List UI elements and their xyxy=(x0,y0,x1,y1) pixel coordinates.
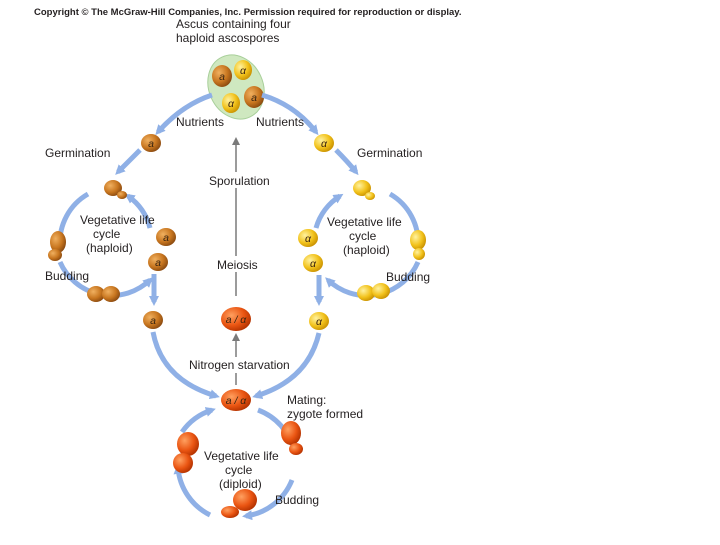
diploid-cell-center: a / α xyxy=(221,307,251,331)
right-cycle-arc-left xyxy=(313,193,344,229)
meiosis-label-bg xyxy=(214,256,264,272)
bottom-cycle-arc-upper xyxy=(179,407,216,434)
bottom-cycle-label-line-3: (diploid) xyxy=(219,477,262,491)
right-germinating-cell xyxy=(353,180,375,200)
right-cell-alpha-2: α xyxy=(303,254,323,272)
left-budding-pair xyxy=(87,286,120,302)
meiosis-label: Meiosis xyxy=(217,258,258,272)
bottom-cycle-arc-lower xyxy=(242,479,295,521)
left-nutrients-label: Nutrients xyxy=(176,115,224,129)
left-budding-cell-side xyxy=(48,231,66,261)
ascospore-3: α xyxy=(222,93,240,113)
right-budding-pair xyxy=(357,283,390,301)
sporulation-label: Sporulation xyxy=(209,174,270,188)
left-germinating-cell xyxy=(104,180,127,199)
nitrogen-label-bg xyxy=(188,357,294,373)
left-budding-label: Budding xyxy=(45,269,89,283)
diploid-budding-cell xyxy=(221,489,257,518)
right-spore-alpha-label: α xyxy=(321,138,328,150)
right-cell-alpha-2-label: α xyxy=(310,258,317,270)
ascus-label-line-1: Ascus containing four xyxy=(176,17,291,31)
nitrogen-starvation-label: Nitrogen starvation xyxy=(189,358,290,372)
mating-label-line-2: zygote formed xyxy=(287,407,363,421)
sporulation-label-bg xyxy=(206,172,274,188)
right-cell-alpha-1-label: α xyxy=(305,233,312,245)
right-budding-cell-side xyxy=(410,230,426,260)
ascospore-1-label: a xyxy=(219,71,225,83)
right-cell-alpha-1: α xyxy=(298,229,318,247)
diploid-cell-right xyxy=(281,421,303,455)
ascospore-4-label: a xyxy=(251,92,257,104)
right-cycle-label-line-3: (haploid) xyxy=(343,243,390,257)
bottom-cycle-label-line-2: cycle xyxy=(225,463,253,477)
copyright-text: Copyright © The McGraw-Hill Companies, I… xyxy=(34,7,462,18)
ascospore-2-label: α xyxy=(240,65,247,77)
left-spore-a-label: a xyxy=(148,138,154,150)
ascus-label-line-2: haploid ascospores xyxy=(176,31,279,45)
zygote-cell-label: a / α xyxy=(226,395,248,407)
ascospore-3-label: α xyxy=(228,98,235,110)
arrow-ascus-to-right xyxy=(261,92,319,136)
arrow-left-germination xyxy=(115,148,142,175)
right-spore-alpha: α xyxy=(314,134,334,152)
right-cycle-label-line-2: cycle xyxy=(349,229,377,243)
diploid-cell-center-label: a / α xyxy=(226,314,248,326)
bottom-budding-label: Budding xyxy=(275,493,319,507)
arrow-right-germination xyxy=(334,148,359,176)
right-germination-label: Germination xyxy=(357,146,422,160)
right-nutrients-label: Nutrients xyxy=(256,115,304,129)
left-cell-a-1-label: a xyxy=(163,232,169,244)
left-cell-a-2-label: a xyxy=(155,257,161,269)
right-budding-label: Budding xyxy=(386,270,430,284)
left-cycle-label-line-2: cycle xyxy=(93,227,121,241)
arrow-right-mating xyxy=(252,332,322,400)
left-cycle-arc-right xyxy=(124,193,153,229)
arrow-ascus-to-left xyxy=(155,92,213,135)
ascospore-2: α xyxy=(234,60,252,80)
bottom-cycle-label-line-1: Vegetative life xyxy=(204,449,279,463)
arrow-left-mating xyxy=(150,331,220,400)
diploid-cell-left xyxy=(173,432,199,473)
mating-label-line-1: Mating: xyxy=(287,393,326,407)
left-cell-a-1: a xyxy=(156,228,176,246)
left-mating-cell-a: a xyxy=(143,311,163,329)
left-cycle-label-line-3: (haploid) xyxy=(86,241,133,255)
right-cycle-label-line-1: Vegetative life xyxy=(327,215,402,229)
right-mating-cell-alpha-label: α xyxy=(316,316,323,328)
ascospore-4: a xyxy=(244,86,264,108)
left-cell-a-2: a xyxy=(148,253,168,271)
left-mating-cell-a-label: a xyxy=(150,315,156,327)
left-germination-label: Germination xyxy=(45,146,110,160)
zygote-cell: a / α xyxy=(221,389,251,411)
left-cycle-label-line-1: Vegetative life xyxy=(80,213,155,227)
left-spore-a: a xyxy=(141,134,161,152)
bottom-cycle-arc-left xyxy=(173,464,212,518)
right-mating-cell-alpha: α xyxy=(309,312,329,330)
ascospore-1: a xyxy=(212,65,232,87)
